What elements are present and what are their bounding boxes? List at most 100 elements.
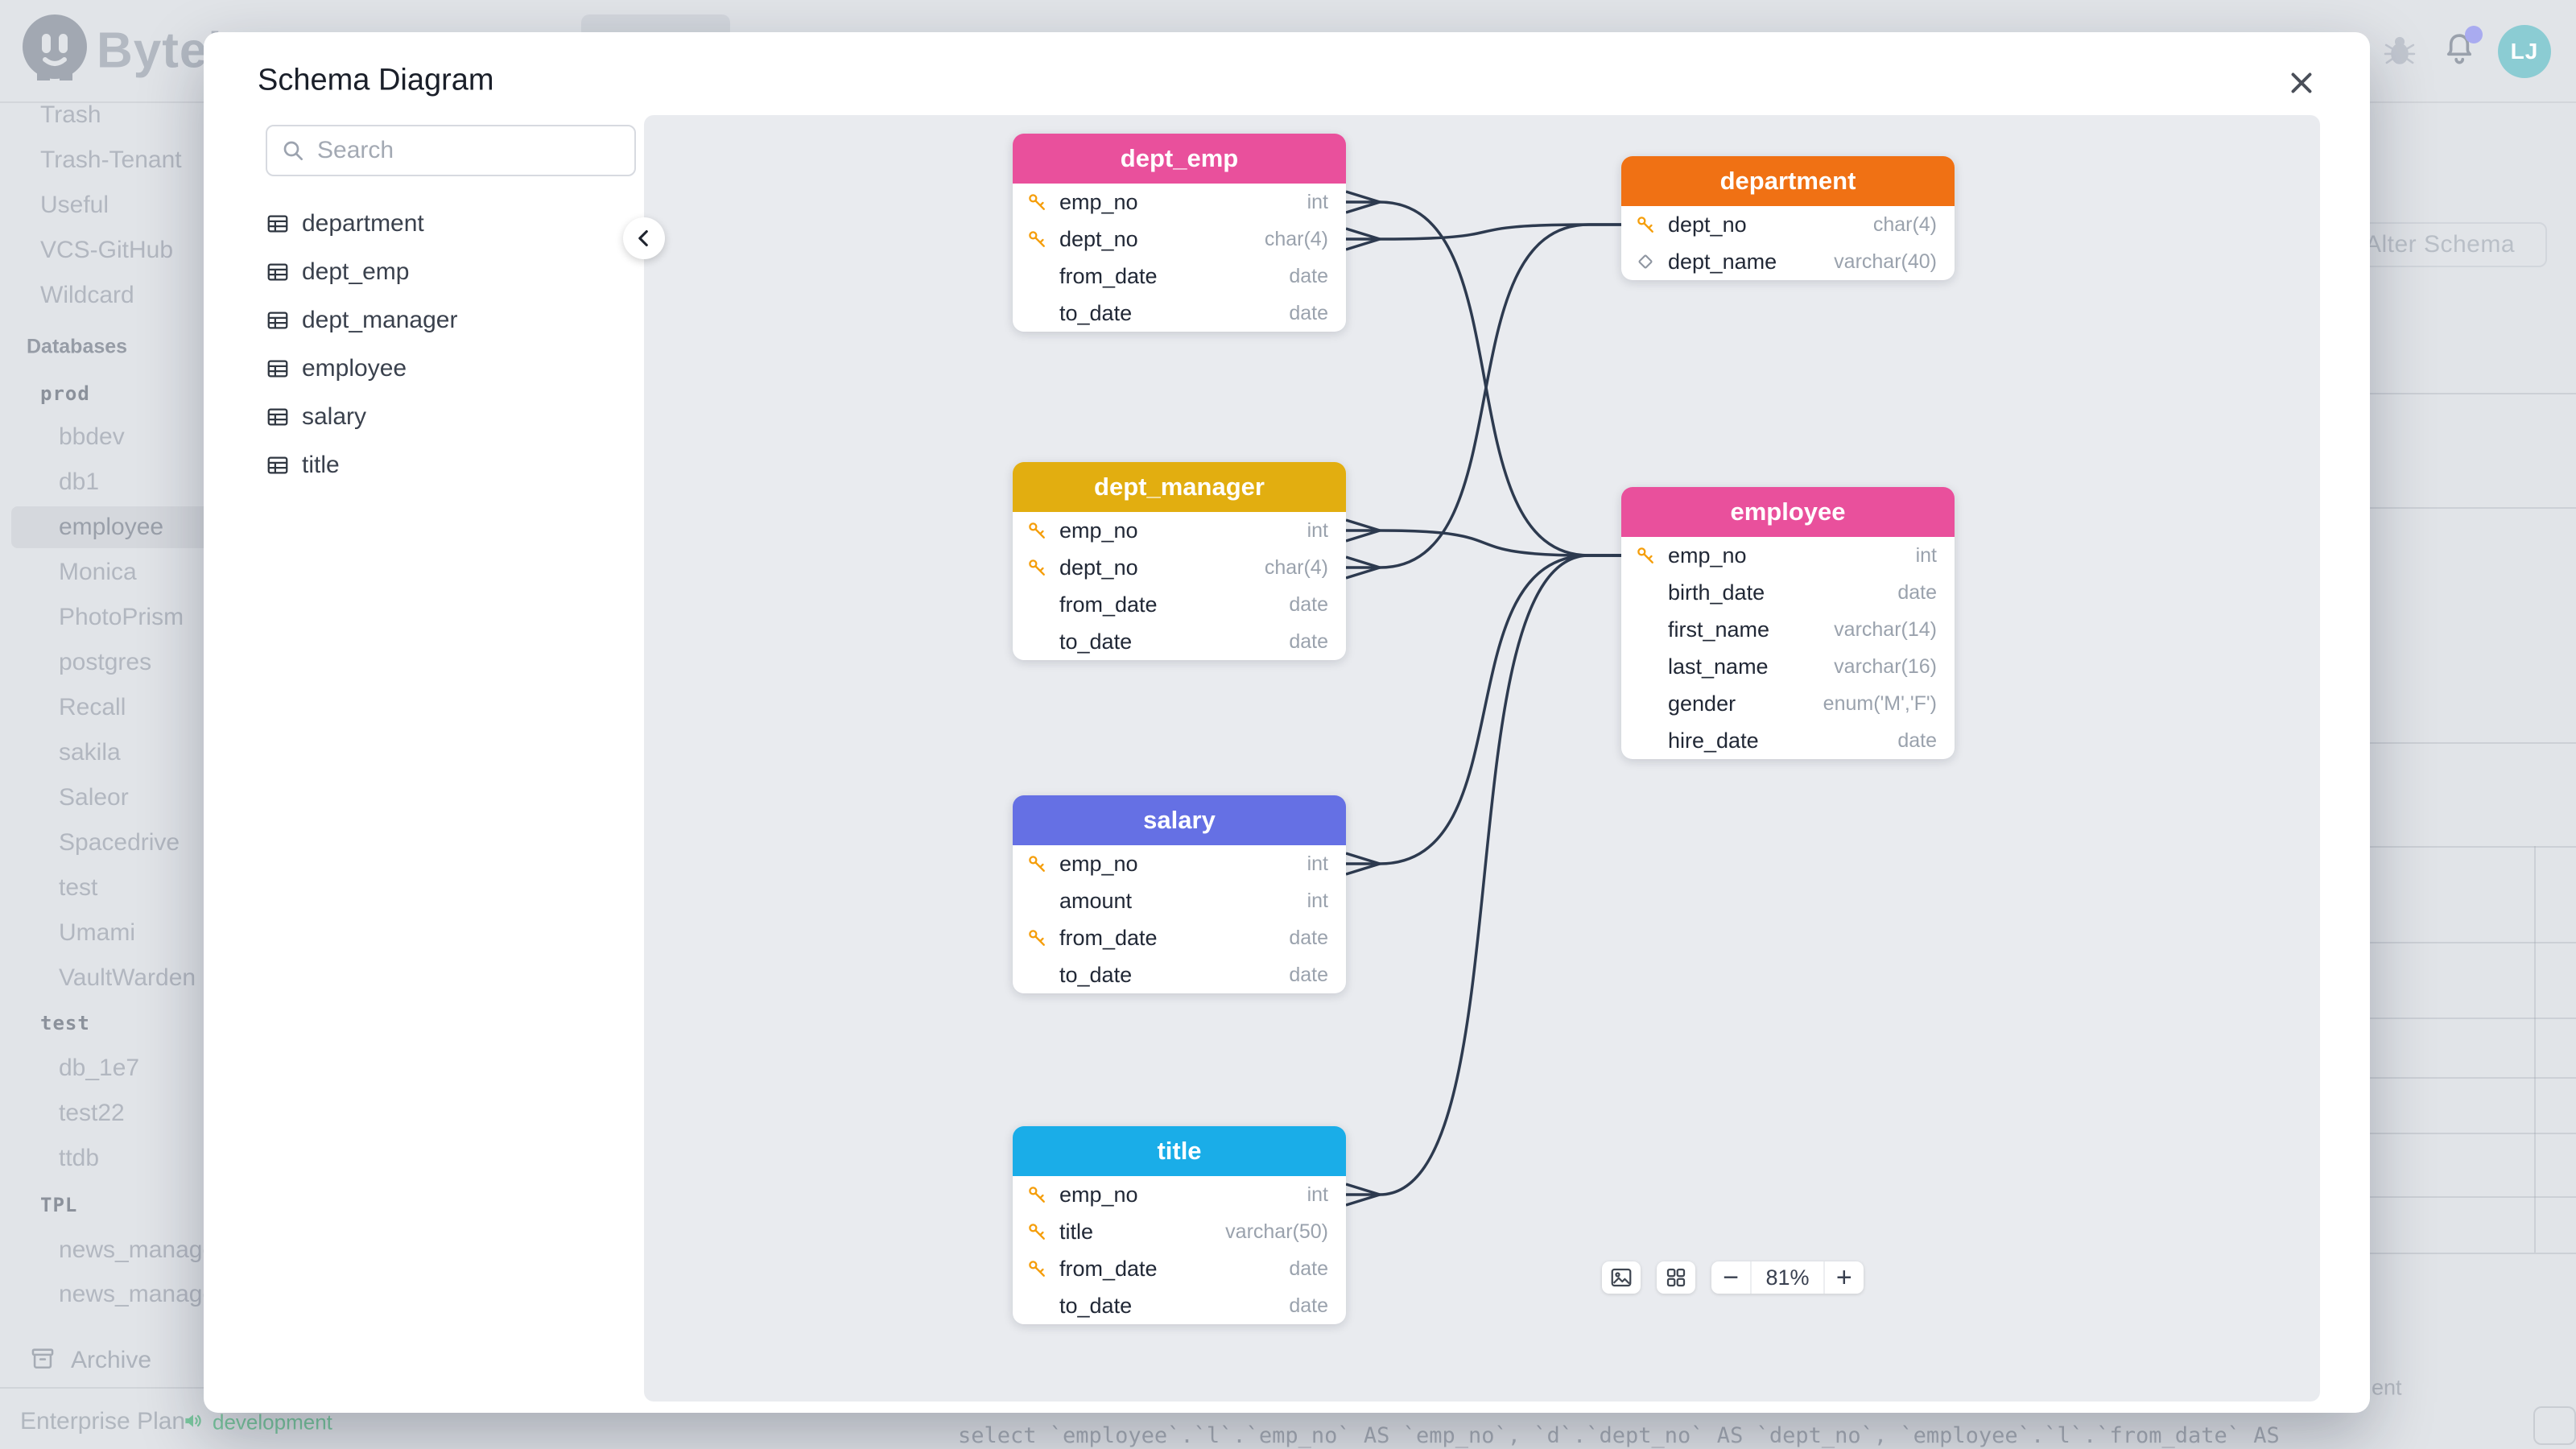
- avatar-initials: LJ: [2510, 39, 2539, 64]
- collapse-panel-button[interactable]: [623, 217, 665, 259]
- primary-key-icon: [1029, 856, 1045, 872]
- column-name: from_date: [1059, 592, 1158, 617]
- table-list-item-department[interactable]: department: [266, 200, 636, 248]
- entity-header-department[interactable]: department: [1621, 156, 1955, 206]
- sidebar-item-recall[interactable]: Recall: [59, 694, 126, 720]
- column-name: dept_no: [1059, 226, 1138, 251]
- sidebar-item-news_manage[interactable]: news_manage: [59, 1236, 217, 1263]
- plan-label: Enterprise Plan: [20, 1408, 186, 1435]
- column-type: enum('M','F'): [1823, 691, 1937, 715]
- column-type: char(4): [1264, 227, 1328, 250]
- sidebar-item-test[interactable]: test: [59, 874, 98, 901]
- relationship-edges: [1345, 190, 1621, 1207]
- sidebar-item-databases: Databases: [27, 335, 128, 358]
- column-name: emp_no: [1668, 543, 1747, 568]
- export-image-button[interactable]: [1602, 1261, 1641, 1294]
- alter-schema-label: Alter Schema: [2364, 231, 2516, 258]
- background-row-line: [2370, 1018, 2576, 1019]
- column-name: to_date: [1059, 1293, 1133, 1318]
- sidebar-item-photoprism[interactable]: PhotoPrism: [59, 604, 184, 630]
- table-list-item-employee[interactable]: employee: [266, 345, 636, 393]
- avatar[interactable]: LJ: [2498, 25, 2551, 78]
- entity-header-dept_manager[interactable]: dept_manager: [1013, 462, 1346, 512]
- sidebar-item-tpl[interactable]: TPL: [40, 1194, 78, 1216]
- sidebar-item-db_1e7[interactable]: db_1e7: [59, 1055, 140, 1081]
- sidebar-item-monica[interactable]: Monica: [59, 559, 137, 585]
- zoom-out-button[interactable]: −: [1723, 1261, 1740, 1293]
- sidebar-item-prod[interactable]: prod: [40, 382, 90, 405]
- column-type: date: [1289, 1257, 1328, 1280]
- column-row-dept_manager-from_date: from_date date: [1013, 586, 1346, 623]
- sidebar-item-db1[interactable]: db1: [59, 469, 100, 495]
- table-list-item-dept_emp[interactable]: dept_emp: [266, 248, 636, 296]
- sidebar-item-bbdev[interactable]: bbdev: [59, 423, 125, 450]
- column-type: char(4): [1264, 555, 1328, 579]
- close-button[interactable]: [2284, 65, 2319, 101]
- primary-key-icon: [1029, 1187, 1045, 1203]
- sidebar-item-useful[interactable]: Useful: [40, 192, 109, 218]
- background-row-line: [2370, 1196, 2576, 1198]
- sidebar-item-sakila[interactable]: sakila: [59, 739, 121, 766]
- sidebar-item-saleor[interactable]: Saleor: [59, 784, 129, 811]
- primary-key-icon: [1029, 522, 1045, 539]
- column-type: date: [1289, 264, 1328, 287]
- column-type: date: [1289, 592, 1328, 616]
- sidebar-item-test22[interactable]: test22: [59, 1100, 125, 1126]
- modal-title: Schema Diagram: [258, 63, 494, 97]
- column-type: char(4): [1872, 213, 1937, 236]
- column-name: emp_no: [1059, 518, 1138, 543]
- entity-header-title[interactable]: title: [1013, 1126, 1346, 1176]
- table-icon: [267, 215, 288, 233]
- table-list-item-salary[interactable]: salary: [266, 393, 636, 441]
- column-type: int: [1307, 1183, 1328, 1206]
- sidebar-item-postgres[interactable]: postgres: [59, 649, 152, 675]
- close-icon: [2291, 72, 2312, 93]
- search-input[interactable]: [266, 125, 636, 176]
- sidebar-item-vaultwarden[interactable]: VaultWarden: [59, 964, 196, 991]
- sidebar-item-wildcard[interactable]: Wildcard: [40, 282, 134, 308]
- sidebar-item-test[interactable]: test: [40, 1012, 90, 1034]
- primary-key-icon: [1637, 217, 1653, 233]
- entity-header-dept_emp[interactable]: dept_emp: [1013, 134, 1346, 184]
- zoom-in-button[interactable]: +: [1835, 1261, 1852, 1293]
- column-type: int: [1307, 190, 1328, 213]
- sidebar-item-archive[interactable]: Archive: [71, 1347, 152, 1373]
- table-list-item-dept_manager[interactable]: dept_manager: [266, 296, 636, 345]
- sidebar-item-ttdb[interactable]: ttdb: [59, 1145, 100, 1171]
- sidebar-item-trash-tenant[interactable]: Trash-Tenant: [40, 147, 182, 173]
- auto-layout-button[interactable]: [1657, 1261, 1695, 1294]
- sidebar-item-vcs-github[interactable]: VCS-GitHub: [40, 237, 174, 263]
- chevron-left-icon: [638, 229, 648, 247]
- sidebar-item-trash[interactable]: Trash: [40, 101, 101, 128]
- primary-key-icon: [1029, 194, 1045, 210]
- entity-header-employee[interactable]: employee: [1621, 487, 1955, 537]
- sidebar-item-news_manage[interactable]: news_manage: [59, 1281, 217, 1307]
- entity-header-salary[interactable]: salary: [1013, 795, 1346, 845]
- column-name: from_date: [1059, 263, 1158, 288]
- background-partial-text: ent: [2372, 1375, 2402, 1400]
- index-diamond-icon: [1638, 254, 1653, 269]
- sidebar-item-umami[interactable]: Umami: [59, 919, 135, 946]
- debug-bug-icon[interactable]: [2381, 34, 2418, 73]
- sidebar-item-spacedrive[interactable]: Spacedrive: [59, 829, 180, 856]
- sidebar-item-employee[interactable]: employee: [59, 514, 164, 540]
- sidebar-footer-divider: [0, 1387, 204, 1389]
- table-list-item-title[interactable]: title: [266, 441, 636, 489]
- column-row-dept_emp-from_date: from_date date: [1013, 258, 1346, 295]
